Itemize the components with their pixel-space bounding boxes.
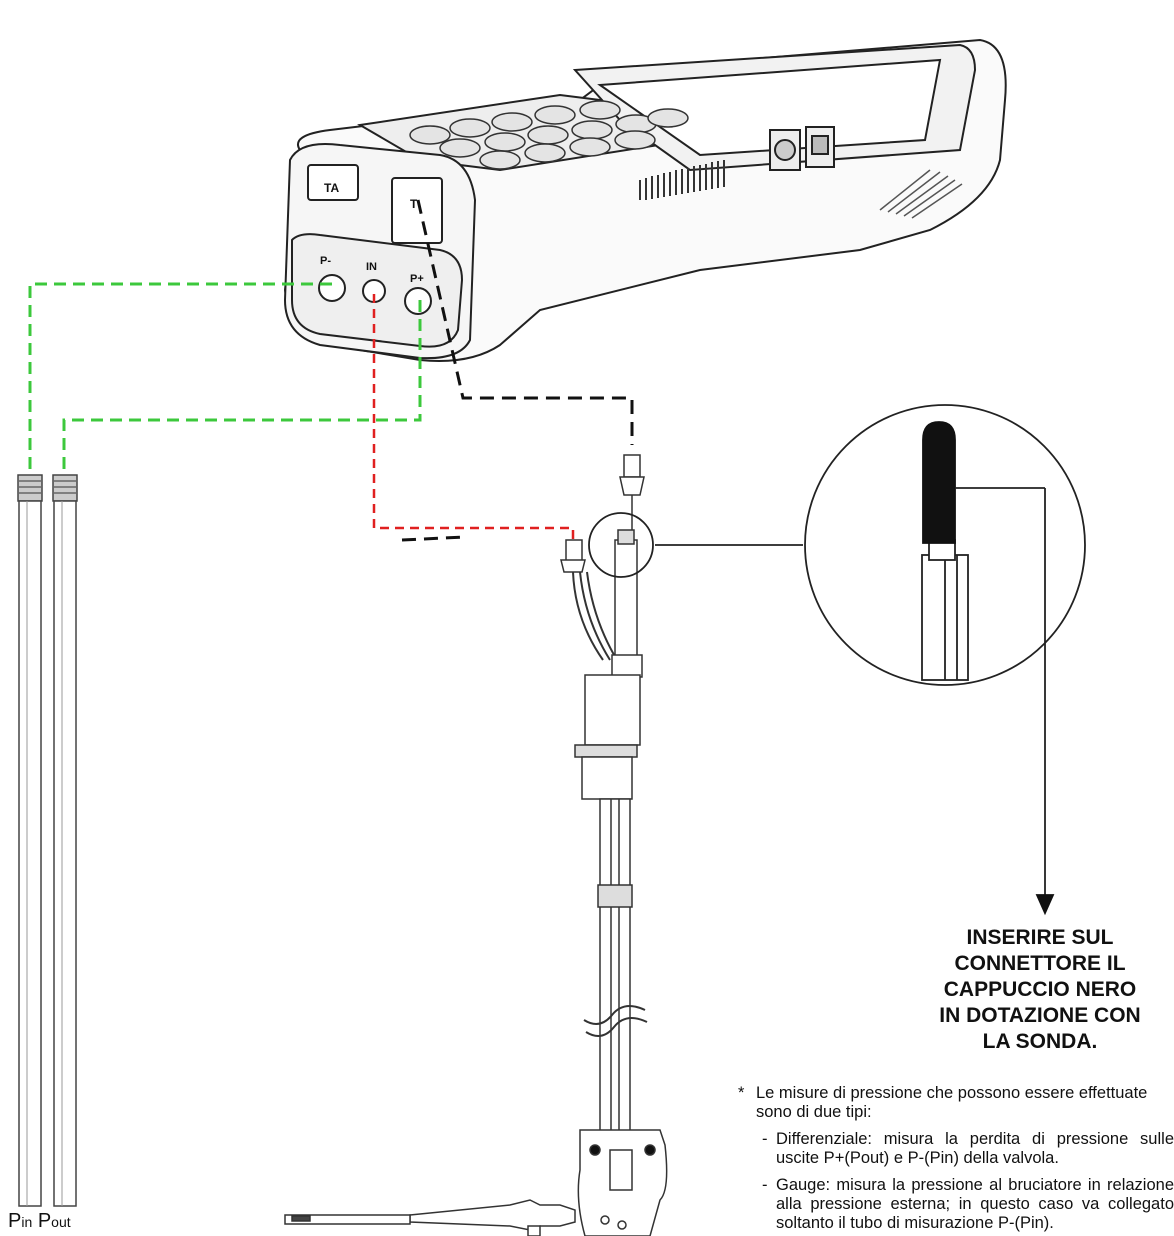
pressure-note: * Le misure di pressione che possono ess… (738, 1084, 1174, 1233)
flue-gas-probe (284, 454, 668, 1236)
black-line-probe (416, 199, 634, 445)
green-line-p-minus (28, 282, 332, 470)
red-line-in (372, 294, 575, 540)
note-intro-text: Le misure di pressione che possono esser… (756, 1084, 1148, 1121)
port-label-p-minus: P- (320, 255, 331, 267)
note-item-text: Gauge: misura la pressione al bruciatore… (776, 1176, 1174, 1232)
black-line-short (401, 535, 466, 542)
note-item-differential: - Differenziale: misura la perdita di pr… (738, 1130, 1174, 1168)
green-line-p-plus (62, 300, 422, 470)
port-label-p-plus: P+ (410, 273, 424, 285)
tube-label-pout: Pout (37, 1210, 71, 1232)
ta-label-left: TA (324, 181, 339, 195)
tube-label-pin: Pin (8, 1210, 33, 1232)
callout-line: CAPPUCCIO NERO (943, 978, 1137, 1001)
note-dash: - (762, 1176, 768, 1194)
callout-line: IN DOTAZIONE CON (939, 1004, 1141, 1027)
black-cap-callout: INSERIRE SUL CONNETTORE IL CAPPUCCIO NER… (905, 925, 1174, 1055)
note-marker: * (738, 1084, 745, 1102)
note-intro: * Le misure di pressione che possono ess… (738, 1084, 1174, 1122)
callout-line: CONNETTORE IL (954, 952, 1126, 975)
pressure-tube-pin (17, 474, 43, 1207)
note-item-gauge: - Gauge: misura la pressione al bruciato… (738, 1176, 1174, 1233)
tube-labels: Pin Pout (8, 1210, 71, 1233)
analyzer-device (283, 38, 1007, 362)
port-label-in: IN (366, 261, 377, 273)
callout-line: LA SONDA. (982, 1030, 1098, 1053)
pressure-tube-pout (52, 474, 78, 1207)
note-dash: - (762, 1130, 768, 1148)
callout-line: INSERIRE SUL (966, 926, 1114, 949)
ta-label-right: T (410, 197, 418, 211)
magnifier-detail (588, 404, 1086, 916)
note-item-text: Differenziale: misura la perdita di pres… (776, 1130, 1174, 1167)
